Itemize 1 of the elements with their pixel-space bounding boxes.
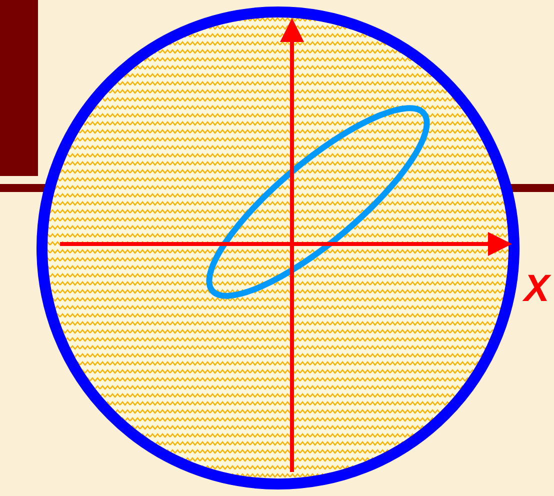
axis-label: X: [522, 270, 552, 308]
